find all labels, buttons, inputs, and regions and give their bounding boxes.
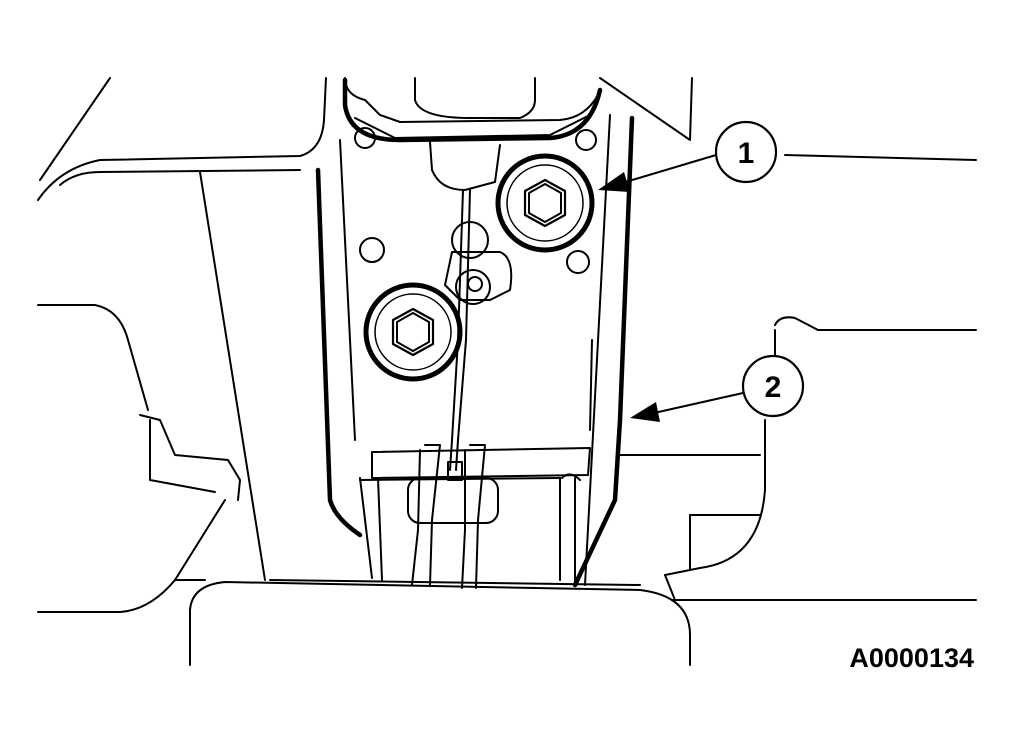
callout-2-label: 2: [765, 371, 782, 404]
bolt-lower: [363, 282, 463, 382]
lower-housing: [189, 579, 691, 666]
bolt-upper: [495, 153, 595, 253]
callout-1-arrowhead: [598, 172, 630, 192]
callout-2: 2: [630, 354, 805, 422]
background-housing: [37, 77, 977, 613]
bracket-holes: [354, 127, 597, 305]
linkage-rod: [429, 141, 501, 471]
pivot-assembly: [359, 444, 591, 589]
callout-1-label: 1: [738, 137, 755, 170]
callout-2-arrowhead: [630, 402, 660, 422]
figure-code: A0000134: [849, 643, 974, 673]
callout-1: 1: [598, 120, 778, 192]
mounting-bracket: [315, 77, 635, 588]
